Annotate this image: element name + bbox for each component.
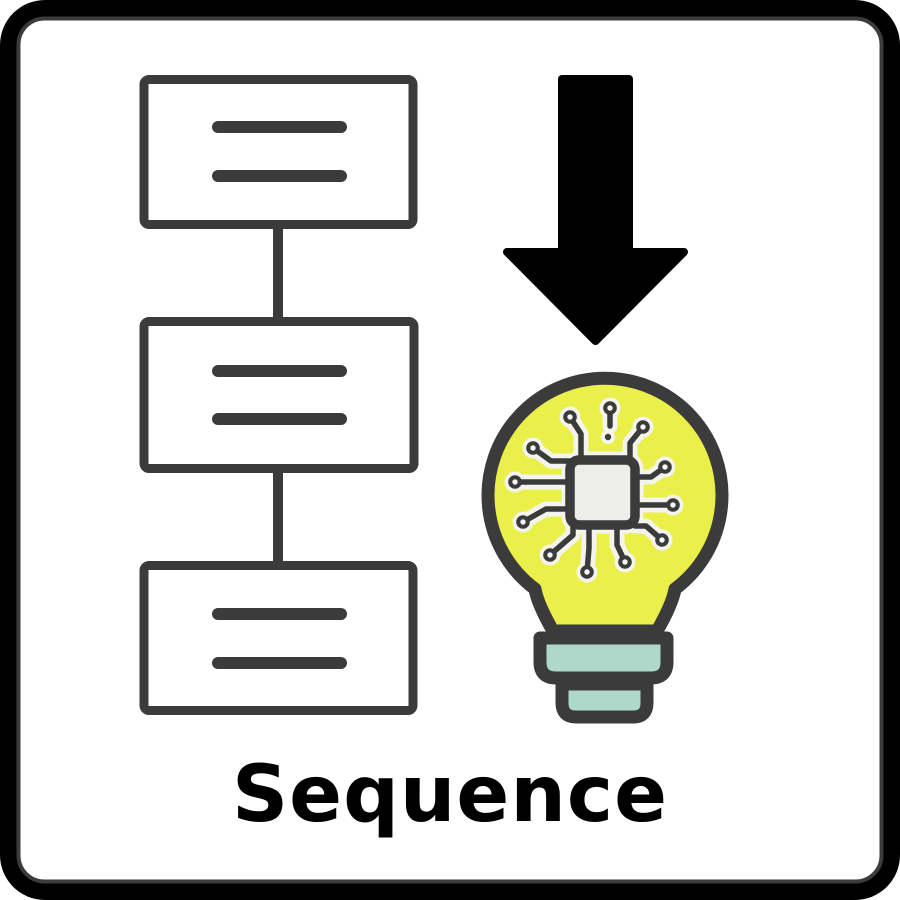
circuit-pad-holes (512, 405, 676, 575)
flowchart-steps-icon (139, 75, 419, 715)
chip-icon (565, 455, 640, 530)
ai-lightbulb-icon (481, 371, 729, 724)
flowchart-step-green (139, 561, 418, 715)
bulb-base-tip (555, 677, 654, 724)
icon-label: Sequence (231, 750, 668, 840)
down-arrow-icon (503, 75, 688, 345)
flowchart-step-red (139, 75, 418, 229)
flowchart-step-yellow (139, 317, 419, 473)
bulb-base-band (533, 631, 674, 685)
